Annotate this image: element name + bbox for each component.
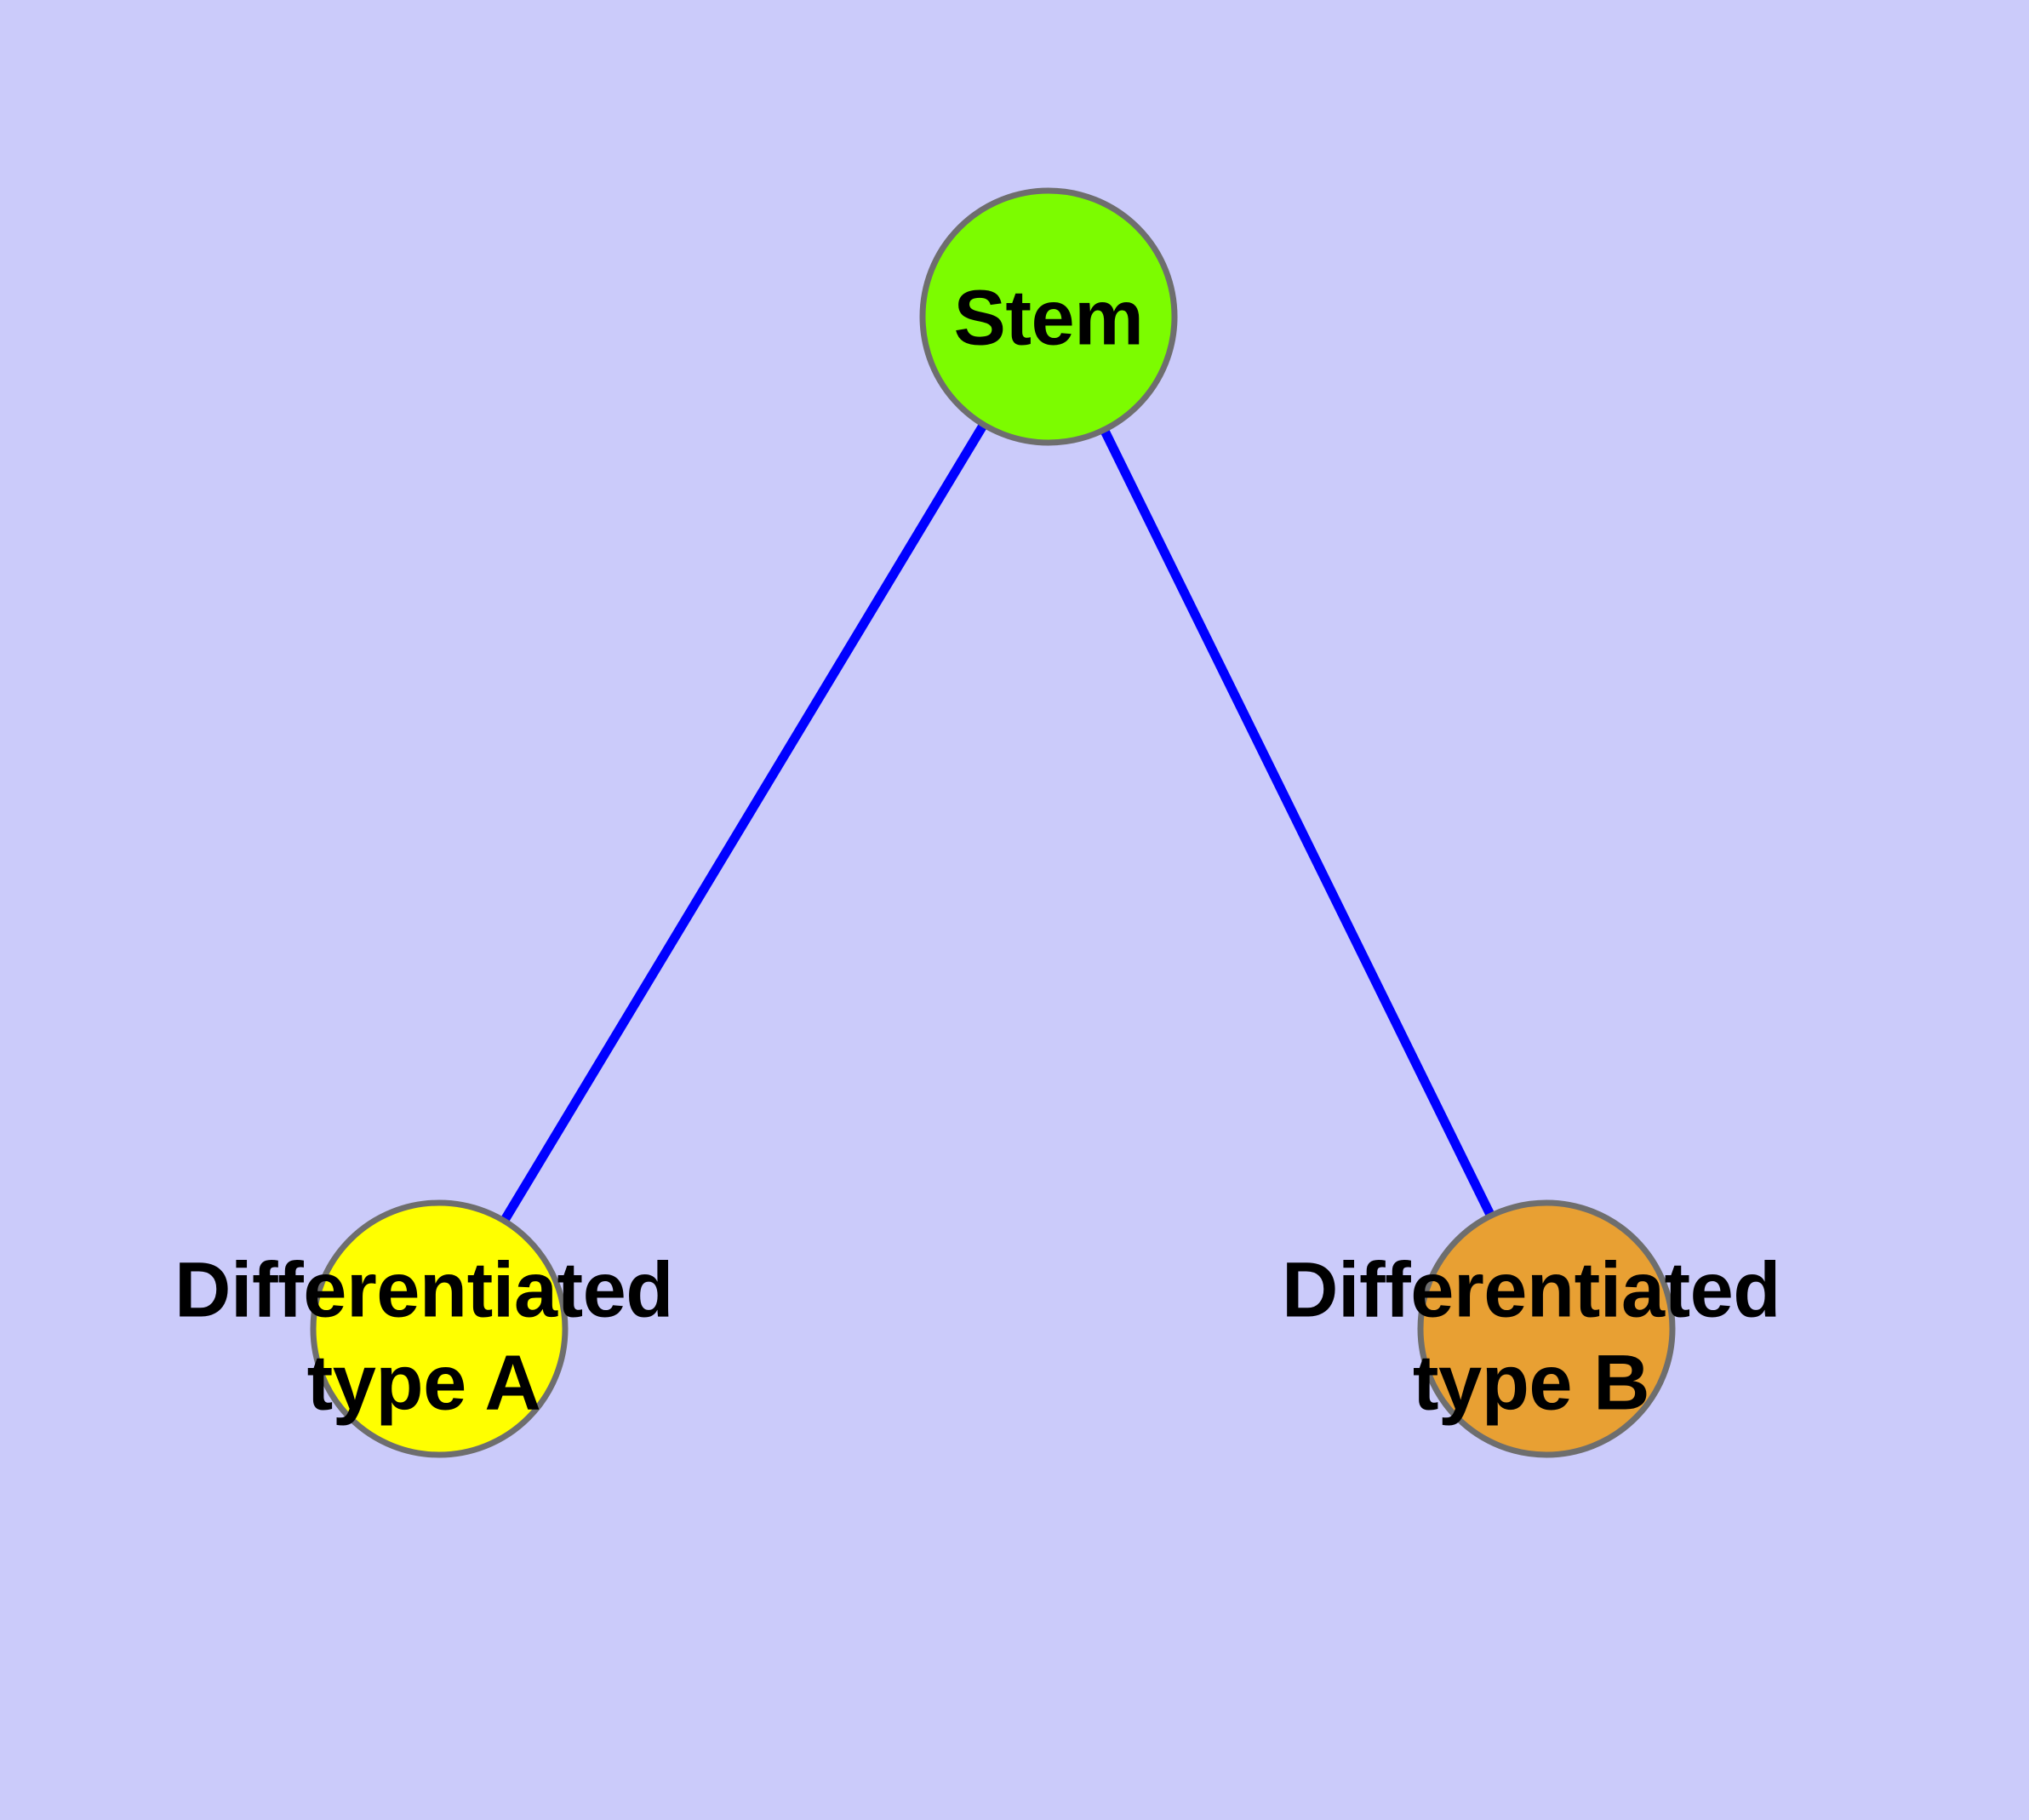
node-differentiated-type-a[interactable] — [310, 1199, 569, 1458]
node-differentiated-type-b[interactable] — [1417, 1199, 1676, 1458]
edge-stem-to-differentiated-b[interactable] — [1100, 427, 1495, 1218]
node-stem[interactable] — [919, 187, 1178, 446]
edge-stem-to-differentiated-a[interactable] — [500, 421, 988, 1224]
nodes-group — [310, 187, 1676, 1458]
edges-group — [500, 421, 1495, 1224]
